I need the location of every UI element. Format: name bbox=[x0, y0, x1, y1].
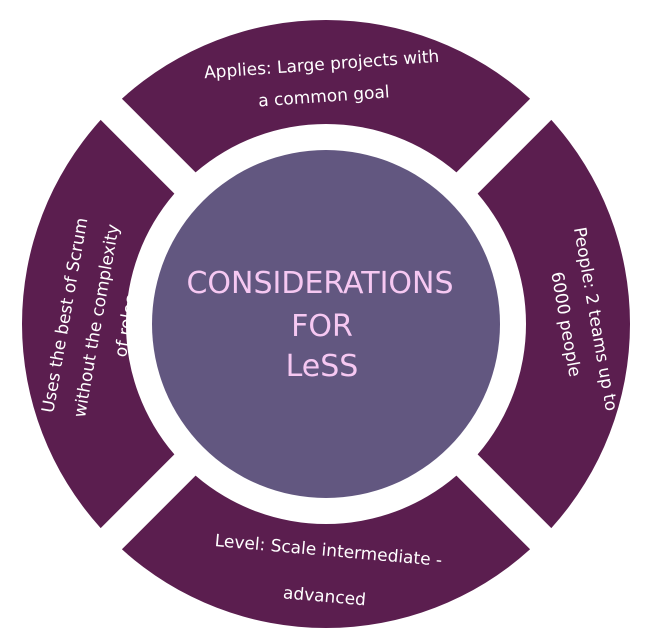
segment-right bbox=[477, 119, 631, 529]
segment-left bbox=[21, 119, 175, 529]
center-title-line-1: CONSIDERATIONS bbox=[186, 266, 453, 301]
segment-bottom bbox=[121, 475, 531, 629]
segment-top bbox=[121, 19, 531, 173]
center-title-line-3: LeSS bbox=[286, 349, 359, 384]
center-circle bbox=[152, 150, 500, 498]
center-title-line-2: FOR bbox=[291, 309, 353, 344]
